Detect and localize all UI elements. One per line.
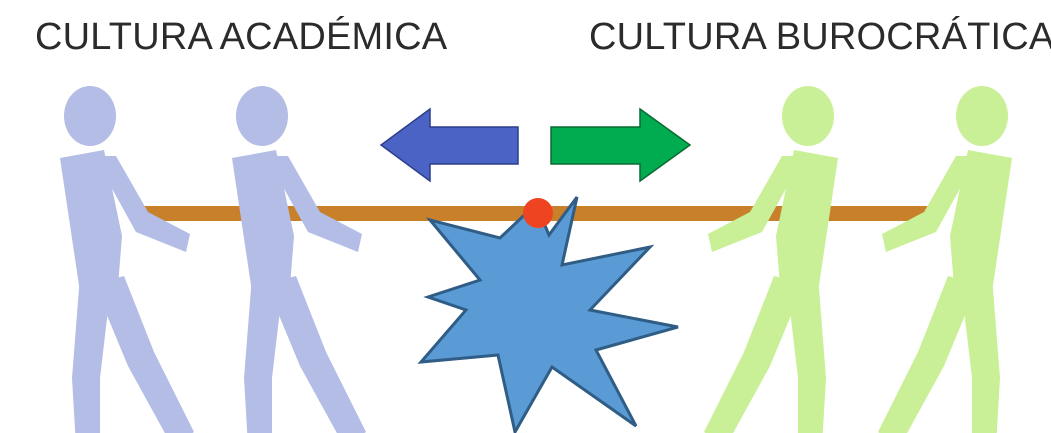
- right-person-2: [878, 86, 1012, 433]
- right-culture-title: CULTURA BUROCRÁTICA: [589, 16, 1051, 58]
- starburst-icon: [417, 196, 679, 433]
- arrow-right-icon: [550, 107, 692, 183]
- left-person-1: [60, 86, 194, 433]
- left-person-2: [232, 86, 366, 433]
- right-team: [704, 86, 1012, 433]
- arrow-left-icon: [379, 107, 519, 183]
- right-person-1: [704, 86, 838, 433]
- left-culture-title: CULTURA ACADÉMICA: [35, 16, 448, 58]
- center-marker: [523, 198, 553, 228]
- left-team: [60, 86, 366, 433]
